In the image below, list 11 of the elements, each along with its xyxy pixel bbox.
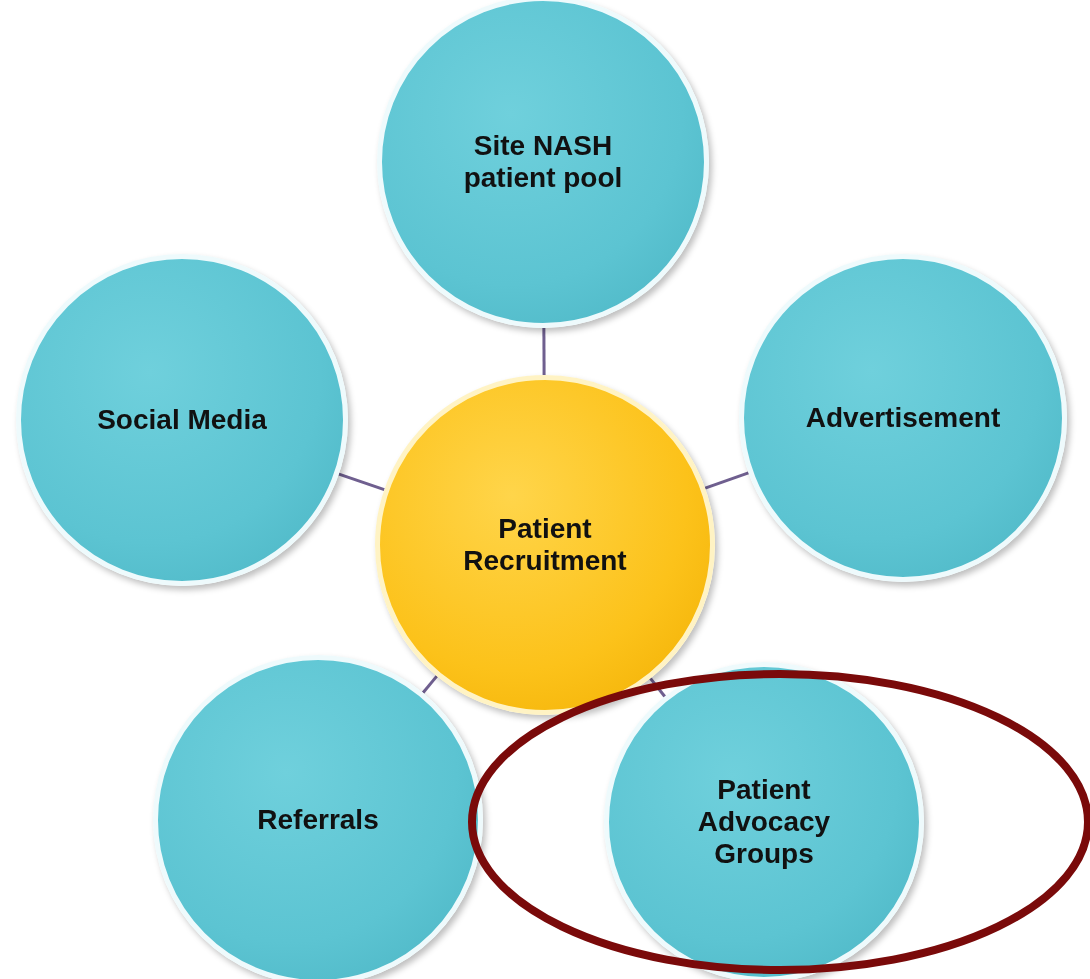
connector-line [704,471,749,490]
circle-label: Social Media [96,403,268,437]
circle-label: Patient Advocacy Groups [696,773,832,871]
circle-label: Referrals [256,803,380,837]
connector-line [542,328,546,375]
circle-label: Advertisement [804,401,1002,435]
connector-line [421,675,438,694]
circle-label: Patient Recruitment [462,512,628,578]
circle-label: Site NASH patient pool [462,129,624,195]
connector-line [649,677,666,698]
connector-line [338,472,385,492]
